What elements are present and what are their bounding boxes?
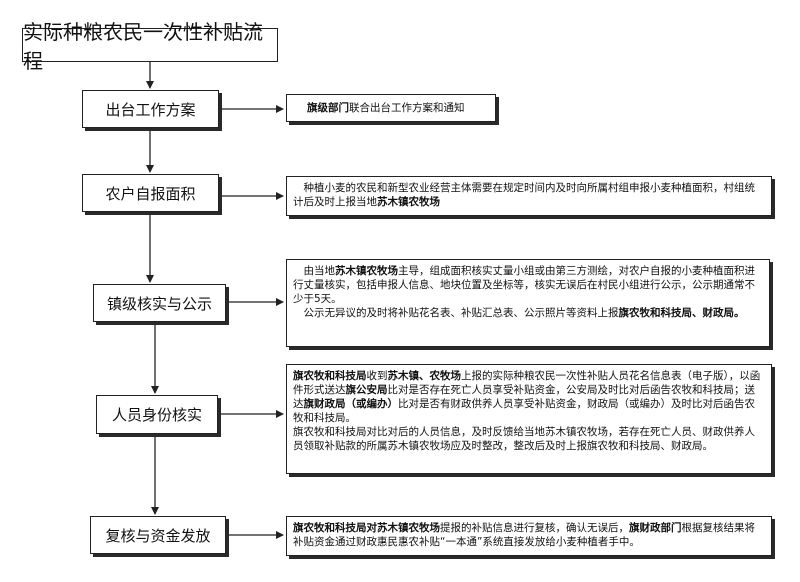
detail-bold-text: 苏木镇、农牧场 <box>387 370 462 382</box>
detail-bold-text: 旗农牧和科技局对苏木镇农牧场 <box>293 522 440 534</box>
detail-1: 旗级部门联合出台工作方案和通知 <box>286 94 496 122</box>
detail-text: 公示无异议的及时将补贴花名表、补贴汇总表、公示照片等资料上报 <box>293 307 619 319</box>
detail-text: 比对是否存在死亡人员享受补贴资金，公安局及时比对后函告农牧和科技局；送达 <box>293 384 755 410</box>
detail-text: 联合出台工作方案和通知 <box>349 102 465 114</box>
detail-text: 旗农牧和科技局对比对后的人员信息，及时反馈给当地苏木镇农牧场，若存在死亡人员、财… <box>293 426 755 452</box>
detail-5: 旗农牧和科技局对苏木镇农牧场提报的补贴信息进行复核，确认无误后，旗财政部门根据复… <box>286 516 772 556</box>
detail-text: 由当地 <box>293 265 335 277</box>
detail-text: 种植小麦的农民和新型农业经营主体需要在规定时间内及时向所属村组申报小麦种植面积，… <box>293 182 755 208</box>
detail-paragraph: 旗农牧和科技局对比对后的人员信息，及时反馈给当地苏木镇农牧场，若存在死亡人员、财… <box>293 425 765 453</box>
detail-bold-text: 旗农牧和科技局 <box>293 370 367 382</box>
detail-text: 比对是否有财政供养人员享受补贴资金，财政局（或编办）及时比对后函告农牧和科技局。 <box>293 398 755 424</box>
detail-3: 由当地苏木镇农牧场主导，组成面积核实丈量小组或由第三方测绘，对农户自报的小麦种植… <box>286 259 770 347</box>
step-1: 出台工作方案 <box>82 90 219 128</box>
detail-text: 收到 <box>366 370 388 382</box>
detail-paragraph: 公示无异议的及时将补贴花名表、补贴汇总表、公示照片等资料上报旗农牧和科技局、财政… <box>293 306 763 320</box>
detail-bold-text: 旗农牧和科技局、财政局。 <box>618 307 745 319</box>
detail-text: 上报的实际种粮农民一次性补贴人员花名信息表（电子版），以函件形式送达 <box>293 370 761 396</box>
detail-bold-text: 苏木镇农牧场 <box>377 196 440 208</box>
detail-4: 旗农牧和科技局收到苏木镇、农牧场上报的实际种粮农民一次性补贴人员花名信息表（电子… <box>286 364 772 474</box>
detail-bold-text: 旗财政部门 <box>629 522 682 534</box>
detail-text: 根据复核结果将补贴资金通过财政惠民惠农补贴“一本通”系统直接发放给小麦种植者手中… <box>293 522 755 548</box>
detail-2: 种植小麦的农民和新型农业经营主体需要在规定时间内及时向所属村组申报小麦种植面积，… <box>286 176 772 216</box>
detail-bold-text: 旗级部门 <box>307 102 349 114</box>
detail-paragraph: 由当地苏木镇农牧场主导，组成面积核实丈量小组或由第三方测绘，对农户自报的小麦种植… <box>293 264 763 306</box>
detail-text: 提报的补贴信息进行复核，确认无误后， <box>440 522 629 534</box>
step-2: 农户自报面积 <box>82 174 219 212</box>
detail-paragraph: 旗农牧和科技局收到苏木镇、农牧场上报的实际种粮农民一次性补贴人员花名信息表（电子… <box>293 369 765 425</box>
step-3: 镇级核实与公示 <box>93 284 226 322</box>
detail-bold-text: 旗公安局 <box>345 384 388 396</box>
detail-paragraph: 旗级部门联合出台工作方案和通知 <box>307 99 489 117</box>
detail-paragraph: 种植小麦的农民和新型农业经营主体需要在规定时间内及时向所属村组申报小麦种植面积，… <box>293 181 765 209</box>
detail-bold-text: 旗财政局（或编办） <box>303 398 399 410</box>
flow-title: 实际种粮农民一次性补贴流程 <box>22 20 278 73</box>
detail-text: 主导，组成面积核实丈量小组或由第三方测绘，对农户自报的小麦种植面积进行丈量核实，… <box>293 265 755 305</box>
detail-paragraph: 旗农牧和科技局对苏木镇农牧场提报的补贴信息进行复核，确认无误后，旗财政部门根据复… <box>293 521 765 549</box>
detail-bold-text: 苏木镇农牧场 <box>335 265 398 277</box>
step-5: 复核与资金发放 <box>90 516 226 554</box>
step-4: 人员身份核实 <box>96 395 218 434</box>
